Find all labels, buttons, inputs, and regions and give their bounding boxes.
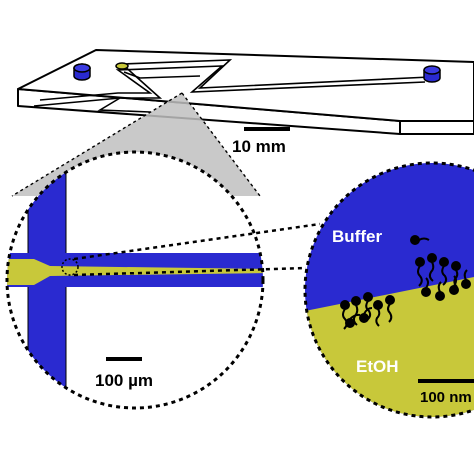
ethanol-stream: [7, 259, 263, 285]
ethanol-label: EtOH: [356, 357, 399, 376]
buffer-label: Buffer: [332, 227, 382, 246]
chip-scale-label: 10 mm: [232, 137, 286, 156]
junction-inset-marker: [61, 258, 79, 276]
channel-scale-label: 100 µm: [95, 371, 153, 390]
microfluidic-chip: [17, 49, 474, 135]
lipid-cluster-right: [410, 235, 471, 301]
ethanol-inlet-port: [115, 62, 129, 70]
lipid-cluster-left: [340, 292, 395, 330]
nano-scale-label: 100 nm: [420, 389, 472, 406]
zoom-connector-lower: [73, 266, 307, 277]
inlet-port: [73, 63, 91, 81]
outlet-port: [423, 65, 441, 83]
zoom-connector-upper: [73, 222, 321, 261]
